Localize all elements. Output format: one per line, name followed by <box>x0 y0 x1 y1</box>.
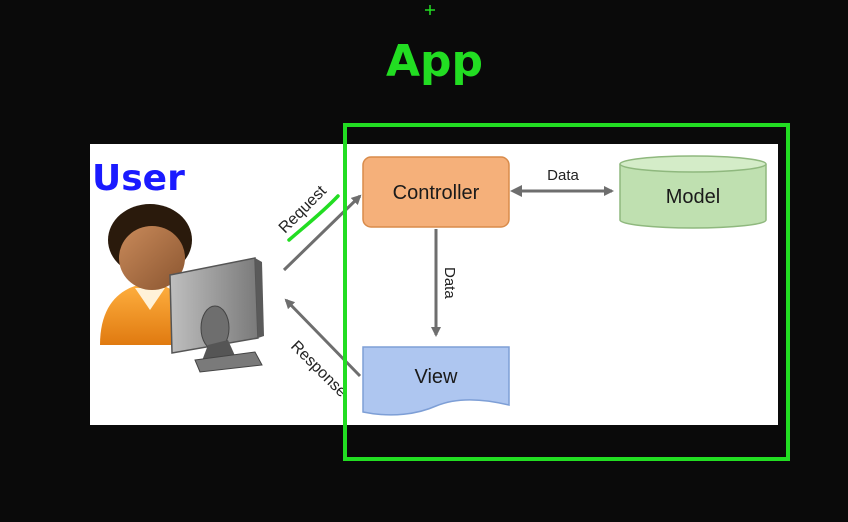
user-computer-icon <box>100 204 264 373</box>
model-label: Model <box>666 186 720 208</box>
response-label: Response <box>287 338 350 401</box>
crosshair-cursor-icon <box>425 5 435 15</box>
controller-model-arrowhead-left <box>510 185 522 197</box>
controller-view-label: Data <box>441 267 458 299</box>
model-cylinder <box>619 155 767 229</box>
response-arrow <box>284 298 362 378</box>
controller-model-label: Data <box>547 167 579 184</box>
request-arrow <box>282 194 362 272</box>
controller-label: Controller <box>393 182 480 204</box>
controller-box <box>362 156 510 228</box>
request-highlight <box>287 194 340 242</box>
app-annotation: App <box>386 36 483 87</box>
user-annotation: User <box>92 158 185 199</box>
view-document <box>362 346 510 416</box>
view-label: View <box>415 366 459 388</box>
app-boundary <box>343 123 790 461</box>
